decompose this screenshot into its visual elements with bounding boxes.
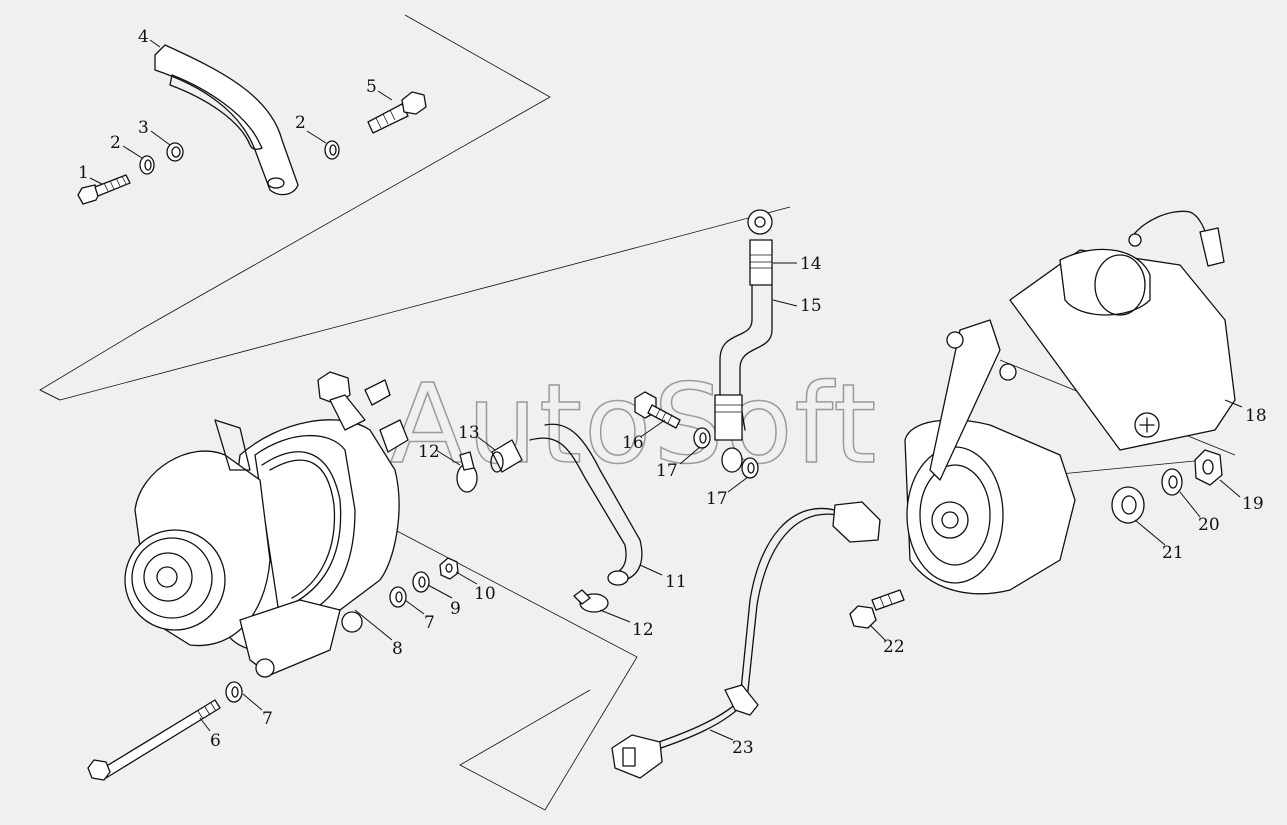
callout-2: 2 [110,133,121,153]
axis-line-upper [59,206,791,401]
callout-7: 7 [424,613,435,633]
oil-return-hose [714,284,773,441]
wiring-harness [611,501,881,779]
starter-nut [1194,449,1223,486]
callout-7: 7 [262,709,273,729]
spring-washer [139,155,155,175]
callout-20: 20 [1198,515,1220,535]
callout-5: 5 [366,77,377,97]
callout-13: 13 [458,423,480,443]
starter-bolt [849,589,905,629]
callout-22: 22 [883,637,905,657]
callout-3: 3 [138,118,149,138]
callout-14: 14 [800,254,822,274]
bolt-m10 [367,91,427,134]
callout-17: 17 [706,489,728,509]
callout-19: 19 [1242,494,1264,514]
flat-washer [166,142,184,162]
callout-21: 21 [1162,543,1184,563]
spring-washer-3 [412,571,430,593]
connector-pipe [490,439,523,473]
hose-clamp-2 [573,589,609,613]
callout-10: 10 [474,584,496,604]
bolt-m8 [77,174,131,205]
callout-8: 8 [392,639,403,659]
washer-upper [389,586,407,608]
hose-clamp [456,451,478,493]
callout-6: 6 [210,731,221,751]
through-bolt [87,699,221,781]
callout-17: 17 [656,461,678,481]
callout-15: 15 [800,296,822,316]
callout-11: 11 [665,572,687,592]
alternator [124,371,409,678]
oil-pipe-banjo [747,209,773,286]
callout-1: 1 [78,163,89,183]
banjo-bolt [634,391,681,429]
spring-washer-2 [324,140,340,160]
callout-12: 12 [418,442,440,462]
starter-flat-washer [1111,486,1145,524]
callout-16: 16 [622,433,644,453]
starter-motor [904,210,1236,595]
callout-2: 2 [295,113,306,133]
callout-9: 9 [450,599,461,619]
callout-18: 18 [1245,406,1267,426]
washer-lower [225,681,243,703]
callout-4: 4 [138,27,149,47]
upper-assembly-plane [39,14,551,401]
nut-m10 [439,557,459,580]
copper-washer-b [721,447,759,479]
callout-23: 23 [732,738,754,758]
vacuum-hose [529,423,643,586]
lower-mount-plane [394,529,638,811]
callout-12: 12 [632,620,654,640]
starter-spring-washer [1161,468,1183,496]
adjusting-bracket [154,44,299,196]
copper-washer-a [693,427,711,449]
